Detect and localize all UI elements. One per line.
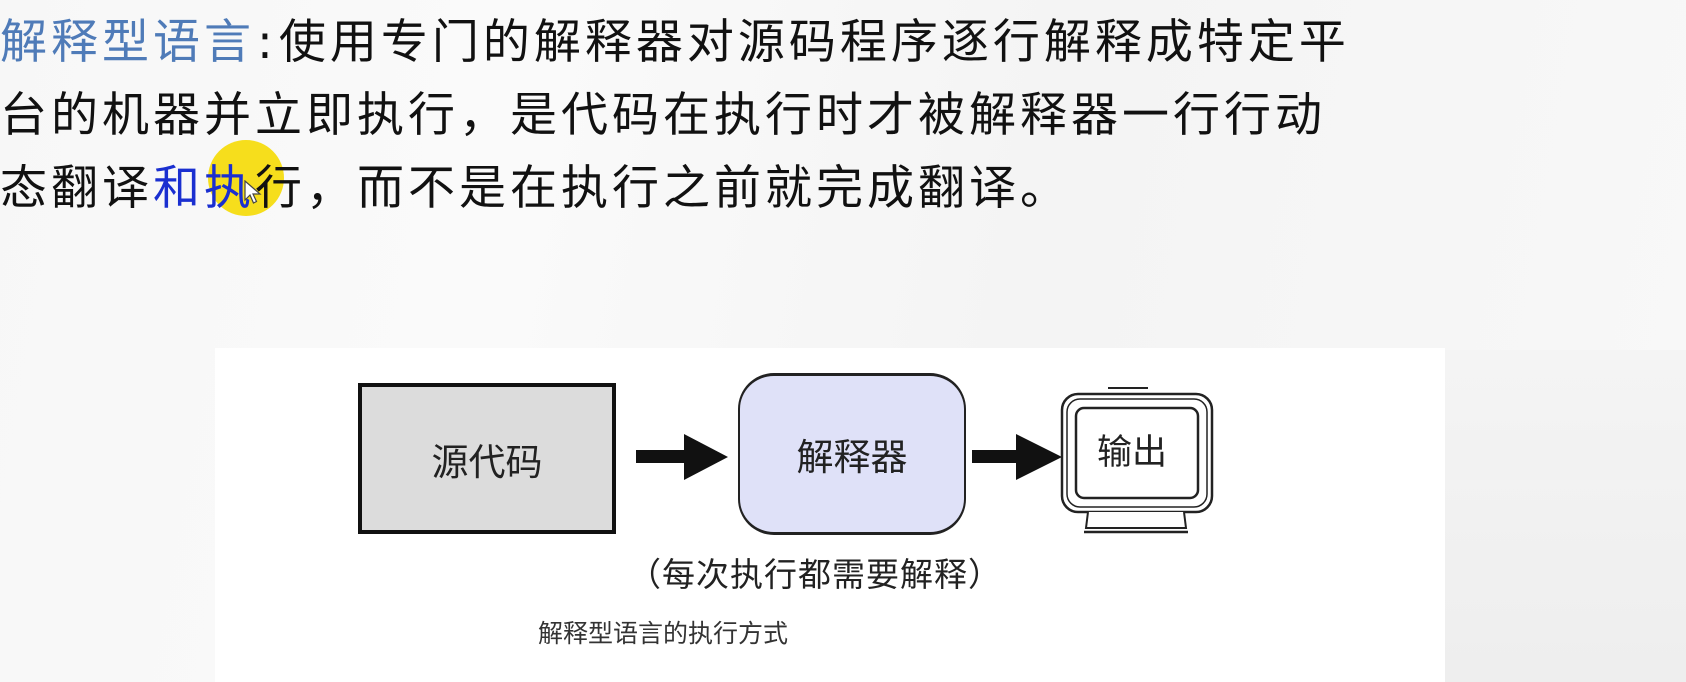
- monitor-icon: [1060, 387, 1214, 534]
- right-arrow-icon: [972, 434, 1062, 480]
- interpreter-box: 解释器: [738, 373, 966, 535]
- execution-note: （每次执行都需要解释）: [628, 555, 1002, 594]
- definition-line-2: 台的机器并立即执行，是代码在执行时才被解释器一行行动: [0, 88, 1326, 143]
- interpreter-label: 解释器: [796, 436, 908, 479]
- slide-paragraph: 解释型语言:使用专门的解释器对源码程序逐行解释成特定平 台的机器并立即执行，是代…: [0, 6, 1680, 225]
- paragraph-line-3: 态翻译和执行，而不是在执行之前就完成翻译。: [0, 152, 1680, 225]
- right-arrow-icon: [636, 434, 728, 480]
- source-code-label: 源代码: [431, 440, 543, 484]
- source-code-box: 源代码: [358, 383, 616, 534]
- paragraph-line-1: 解释型语言:使用专门的解释器对源码程序逐行解释成特定平: [0, 6, 1680, 79]
- definition-line-1: 使用专门的解释器对源码程序逐行解释成特定平: [278, 15, 1350, 70]
- definition-line-3-pre: 态翻译: [0, 161, 153, 216]
- figure-caption: 解释型语言的执行方式: [538, 619, 789, 648]
- colon: :: [257, 15, 277, 70]
- background-shade: [1445, 350, 1686, 682]
- definition-line-3-highlighted: 和执: [153, 161, 255, 216]
- output-label: 输出: [1096, 433, 1167, 473]
- term-heading: 解释型语言: [0, 15, 255, 70]
- definition-line-3-post: 行，而不是在执行之前就完成翻译。: [255, 161, 1071, 216]
- pointer-highlight: [208, 140, 284, 216]
- mouse-cursor-icon: [244, 180, 262, 204]
